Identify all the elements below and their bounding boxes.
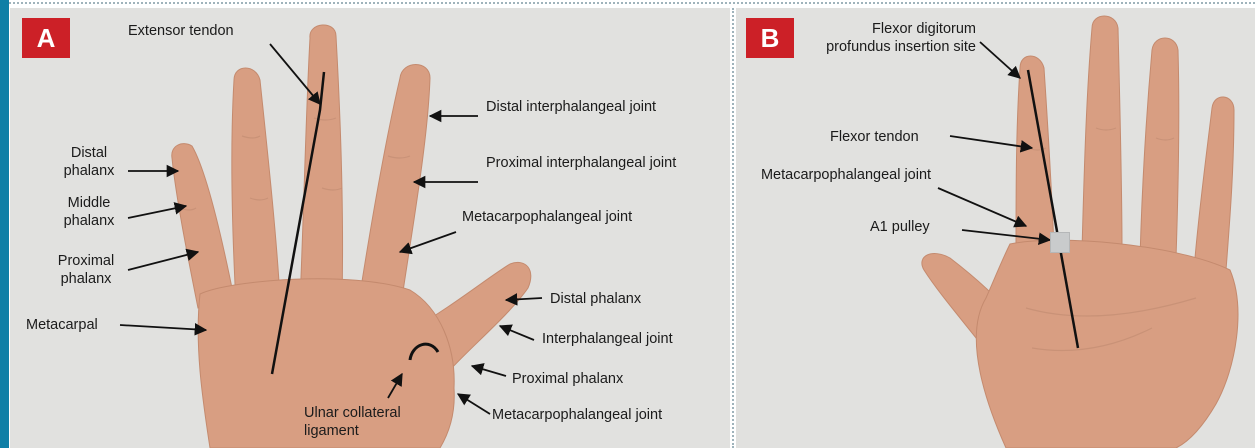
label-a1-pulley: A1 pulley (870, 218, 930, 236)
label-extensor-tendon: Extensor tendon (128, 22, 234, 40)
label-metacarpal: Metacarpal (26, 316, 98, 334)
page-edge-bar (0, 0, 9, 448)
palmar-hand-illustration (736, 8, 1255, 448)
a1-pulley-marker (1050, 232, 1070, 253)
label-interphalangeal-joint: Interphalangeal joint (542, 330, 673, 348)
panel-b-badge: B (746, 18, 794, 58)
label-proximal-phalanx-finger: Proximal phalanx (46, 252, 126, 288)
label-metacarpophalangeal-joint-a: Metacarpophalangeal joint (462, 208, 662, 226)
top-dotted-rule (9, 2, 1255, 4)
label-metacarpophalangeal-joint-thumb: Metacarpophalangeal joint (492, 406, 662, 424)
hand-palmar-shape (922, 16, 1238, 448)
label-distal-interphalangeal-joint: Distal interphalangeal joint (486, 98, 716, 116)
label-fdp-insertion-site: Flexor digitorum profundus insertion sit… (826, 20, 976, 56)
panel-a: A Extensor tendon Distal interphalangeal… (10, 8, 730, 448)
label-proximal-phalanx-thumb: Proximal phalanx (512, 370, 623, 388)
shadow-knuckles (180, 118, 410, 210)
panel-divider (732, 8, 734, 448)
label-proximal-interphalangeal-joint: Proximal interphalangeal joint (486, 154, 716, 172)
panel-a-badge: A (22, 18, 70, 58)
hand-dorsal-shape (172, 25, 531, 448)
label-middle-phalanx: Middle phalanx (54, 194, 124, 230)
label-metacarpophalangeal-joint-b: Metacarpophalangeal joint (746, 166, 946, 184)
panel-b: B Flexor digitorum profundus insertion s… (736, 8, 1255, 448)
label-flexor-tendon: Flexor tendon (830, 128, 919, 146)
label-ulnar-collateral-ligament: Ulnar collateral ligament (304, 404, 454, 440)
label-distal-phalanx-thumb: Distal phalanx (550, 290, 641, 308)
label-distal-phalanx-finger: Distal phalanx (54, 144, 124, 180)
